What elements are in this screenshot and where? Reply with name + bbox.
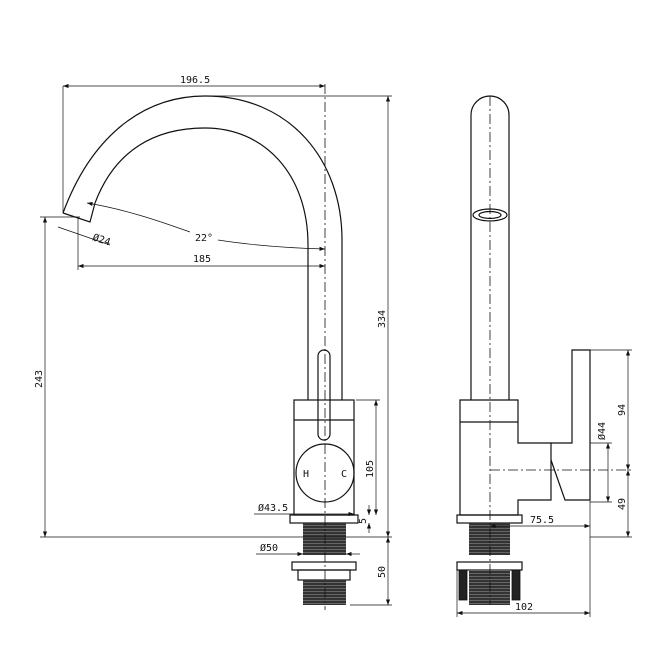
spout-inner xyxy=(94,127,309,400)
handle-block xyxy=(550,349,591,501)
dim-50: 50 xyxy=(377,566,388,578)
dim-diameter-50: Ø50 xyxy=(260,542,278,554)
dim-334: 334 xyxy=(377,310,388,328)
dim-diameter-24: Ø24 xyxy=(91,231,112,248)
dim-5: 5 xyxy=(358,518,369,524)
front-view: H C xyxy=(62,84,359,610)
thread-lower xyxy=(303,580,346,605)
side-view xyxy=(456,95,632,605)
dim-22-deg: 22° xyxy=(195,233,213,244)
dim-diameter-43-5: Ø43.5 xyxy=(258,502,288,514)
dim-196-5: 196.5 xyxy=(180,75,210,86)
dim-49: 49 xyxy=(617,498,628,510)
lever xyxy=(317,349,331,441)
dimensions: 196.5 334 243 185 22° Ø24 105 5 Ø43.5 Ø5… xyxy=(34,75,632,617)
flange xyxy=(289,514,359,524)
dim-75-5: 75.5 xyxy=(530,515,554,526)
dim-105: 105 xyxy=(365,460,376,478)
dim-243: 243 xyxy=(34,370,45,388)
dim-diameter-44: Ø44 xyxy=(596,422,608,440)
body xyxy=(293,399,355,516)
dim-102: 102 xyxy=(515,602,533,613)
nut xyxy=(291,561,357,571)
spout-outlet xyxy=(62,202,96,223)
dim-185: 185 xyxy=(193,254,211,265)
hot-label: H xyxy=(303,469,309,480)
thread-upper xyxy=(303,523,346,555)
body-side xyxy=(459,399,552,516)
cold-label: C xyxy=(341,469,347,480)
dim-94: 94 xyxy=(617,404,628,416)
